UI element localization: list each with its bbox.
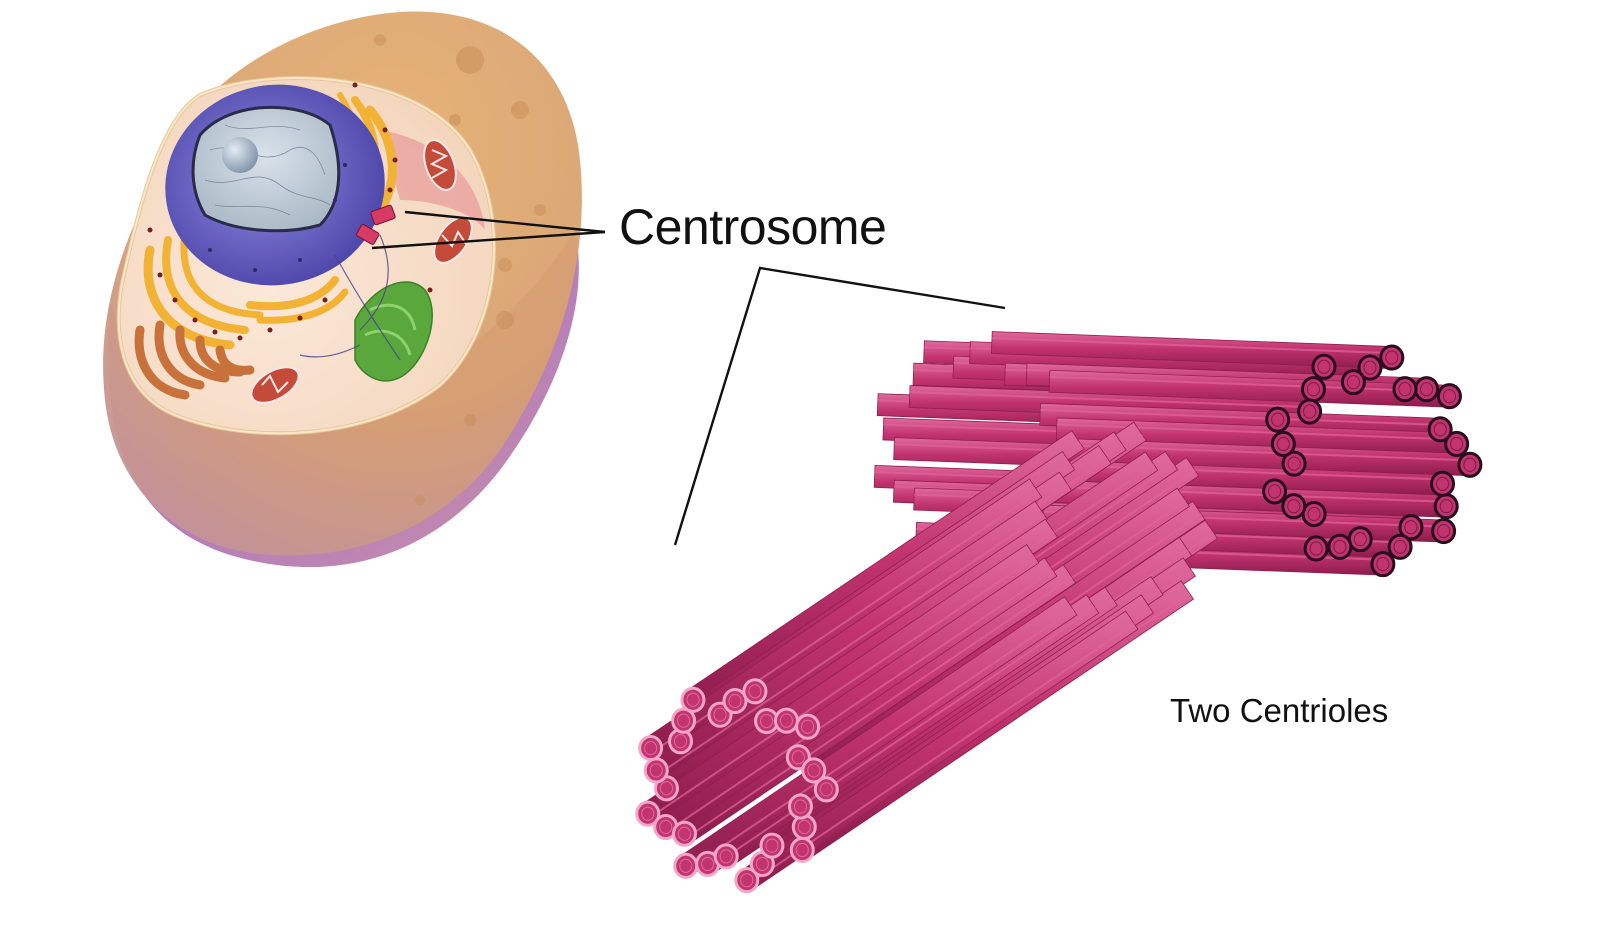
front-centriole-tube-lumen (795, 842, 809, 858)
back-centriole-tube-highlight (991, 337, 1393, 355)
front-centriole-tube-highlight (687, 608, 1074, 871)
front-centriole-tube-highlight (667, 569, 1054, 832)
front-centriole-tube-highlight (649, 556, 1036, 819)
back-centriole-tube-lumen (1309, 541, 1323, 556)
front-centriole-tube-lumen (677, 713, 691, 728)
front-centriole-tube-lumen (791, 750, 805, 765)
front-centriole-tube-lumen (719, 849, 733, 864)
back-centriole-tube-lumen (1307, 506, 1321, 522)
back-centriole-tube-lumen (1276, 436, 1290, 452)
front-centriole-tube-lumen (641, 806, 655, 821)
front-centriole-tube-lumen (793, 799, 808, 814)
back-centriole-tube-lumen (1463, 457, 1477, 472)
front-centriole-tube-highlight (658, 513, 1045, 775)
front-centriole-tube-lumen (740, 873, 754, 888)
front-centriole-tube-lumen (819, 782, 833, 797)
smooth-er-green (354, 281, 433, 382)
front-centriole-tube-lumen (728, 693, 742, 709)
centrosome-label: Centrosome (619, 199, 887, 255)
back-centriole-tube-highlight (1040, 408, 1441, 426)
front-centriole-tube-lumen (659, 781, 674, 796)
back-centriole-tube-highlight (909, 391, 1310, 409)
front-centriole-tube-lumen (686, 692, 700, 707)
nucleus (165, 84, 385, 286)
nucleolus (222, 137, 258, 173)
cytoskeleton (299, 234, 401, 361)
back-centriole-tube-lumen (1333, 539, 1347, 554)
back-centriole-tube-highlight (1056, 423, 1457, 441)
back-centriole-tube-lumen (1271, 412, 1285, 427)
front-centriole-tube-lumen (755, 856, 769, 872)
centriole-front (635, 421, 1219, 894)
callout-line-upper (404, 210, 606, 234)
back-centriole-tube-lumen (1287, 456, 1301, 471)
back-centriole-tube-highlight (1070, 444, 1471, 462)
back-centriole-tube-lumen (1363, 360, 1377, 375)
front-centriole-tube-lumen (701, 856, 715, 872)
back-centriole-tube-lumen (1450, 436, 1464, 452)
rough-er (134, 320, 255, 400)
front-centriole-tube-lumen (673, 734, 688, 749)
front-centriole-tube-lumen (679, 858, 693, 873)
front-centriole-tube-highlight (686, 576, 1073, 839)
back-centriole-tube-lumen (1353, 532, 1367, 547)
mitochondrion-1 (423, 139, 457, 191)
front-centriole-tube-lumen (779, 713, 793, 728)
centrosome-in-cell (356, 204, 396, 245)
front-centriole-tube-lumen (713, 707, 727, 722)
callout-line-lower (371, 230, 606, 250)
back-centriole-tube-lumen (1393, 539, 1407, 554)
nuclear-pores (208, 163, 347, 272)
two-centrioles-label: Two Centrioles (1170, 692, 1389, 729)
back-centriole-tube-lumen (1346, 375, 1360, 390)
back-centriole-tube-highlight (1049, 375, 1450, 393)
front-centriole-tube-lumen (765, 838, 779, 853)
back-centriole-tube-lumen (1404, 520, 1418, 535)
nucleus-cut-face (191, 105, 341, 233)
back-centriole-tube-lumen (1439, 499, 1453, 514)
back-centriole-tube-lumen (1385, 350, 1399, 365)
cytoplasm-speckles (374, 34, 546, 505)
front-centriole-tube-lumen (644, 741, 658, 756)
front-centriole-tube-lumen (659, 819, 673, 835)
zoom-bracket (673, 266, 1006, 546)
mitochondrion-3 (250, 366, 300, 404)
back-centriole-tube-lumen (1420, 382, 1434, 397)
back-centriole-tube-lumen (1376, 557, 1390, 572)
front-centriole-tube-lumen (748, 684, 762, 699)
back-centriole-tube-lumen (1303, 404, 1317, 419)
front-centriole-tube-highlight (709, 606, 1096, 869)
back-centriole-tube-lumen (1442, 389, 1456, 404)
back-centriole-tube-lumen (1437, 523, 1451, 539)
back-centriole-tube-lumen (1306, 382, 1320, 397)
front-centriole-tube-lumen (760, 713, 774, 729)
front-centriole-tube-lumen (807, 763, 821, 778)
animal-cell (103, 11, 582, 568)
front-centriole-tube-lumen (649, 763, 663, 778)
back-centriole-tube-lumen (1287, 499, 1301, 514)
front-centriole-tube-lumen (677, 826, 692, 841)
front-centriole-tube-lumen (797, 819, 811, 835)
back-centriole-tube-lumen (1433, 422, 1447, 437)
front-centriole-tube-highlight (748, 622, 1135, 885)
back-centriole-tube-highlight (1042, 463, 1443, 481)
back-centriole-tube-lumen (1317, 359, 1331, 374)
back-centriole-tube-lumen (1435, 476, 1450, 491)
front-centriole-tube-lumen (801, 719, 815, 734)
back-centriole-tube-lumen (1268, 484, 1282, 499)
cell-interior-rim (117, 77, 495, 435)
back-centriole-tube-lumen (1398, 382, 1412, 397)
callout-lines (371, 210, 1006, 546)
